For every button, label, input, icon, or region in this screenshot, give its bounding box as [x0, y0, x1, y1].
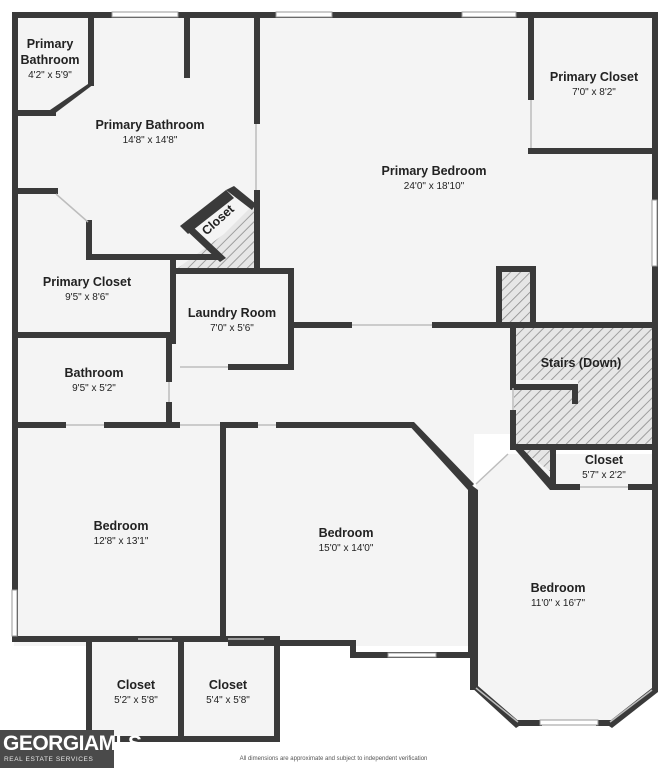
- label-bedroom-right: Bedroom: [531, 581, 586, 595]
- dims-primary-bedroom: 24'0" x 18'10": [404, 181, 465, 192]
- dims-bedroom-left: 12'8" x 13'1": [94, 536, 149, 547]
- logo-main-text: GEORGIAMLS: [3, 732, 142, 755]
- logo-sub-text: REAL ESTATE SERVICES: [4, 756, 94, 763]
- label-stairs: Stairs (Down): [541, 356, 622, 370]
- windows: [11, 11, 658, 726]
- georgia-mls-logo: GEORGIAMLS REAL ESTATE SERVICES: [0, 730, 142, 768]
- dims-bedroom-right: 11'0" x 16'7": [531, 598, 586, 609]
- label-primary-bathroom: Primary Bathroom: [95, 118, 204, 132]
- label-primary-closet-left: Primary Closet: [43, 275, 132, 289]
- hatched-areas: [178, 204, 652, 476]
- dims-closet-bottom-2: 5'4" x 5'8": [206, 695, 250, 706]
- dims-primary-closet-left: 9'5" x 8'6": [65, 292, 109, 303]
- dims-bedroom-middle: 15'0" x 14'0": [319, 543, 374, 554]
- label-bedroom-middle: Bedroom: [319, 526, 374, 540]
- walls: [12, 12, 658, 742]
- floor-fill: [14, 14, 656, 740]
- dims-closet-small-right: 5'7" x 2'2": [582, 470, 626, 481]
- openings: [55, 100, 653, 723]
- label-primary-bedroom: Primary Bedroom: [382, 164, 487, 178]
- label-primary-closet-right: Primary Closet: [550, 70, 639, 84]
- dims-bathroom: 9'5" x 5'2": [72, 383, 116, 394]
- dims-closet-bottom-1: 5'2" x 5'8": [114, 695, 158, 706]
- label-closet-bottom-1: Closet: [117, 678, 156, 692]
- dims-primary-bathroom: 14'8" x 14'8": [123, 135, 178, 146]
- label-bathroom: Bathroom: [64, 366, 123, 380]
- label-primary-bath-small-1: Primary: [27, 37, 74, 51]
- label-primary-bath-small-2: Bathroom: [20, 53, 79, 67]
- label-bedroom-left: Bedroom: [94, 519, 149, 533]
- dims-primary-bath-small: 4'2" x 5'9": [28, 70, 72, 81]
- disclaimer-text: All dimensions are approximate and subje…: [239, 756, 428, 762]
- dims-primary-closet-right: 7'0" x 8'2": [572, 87, 616, 98]
- dims-laundry-room: 7'0" x 5'6": [210, 323, 254, 334]
- label-closet-small-right: Closet: [585, 453, 624, 467]
- label-closet-bottom-2: Closet: [209, 678, 248, 692]
- label-laundry-room: Laundry Room: [188, 306, 276, 320]
